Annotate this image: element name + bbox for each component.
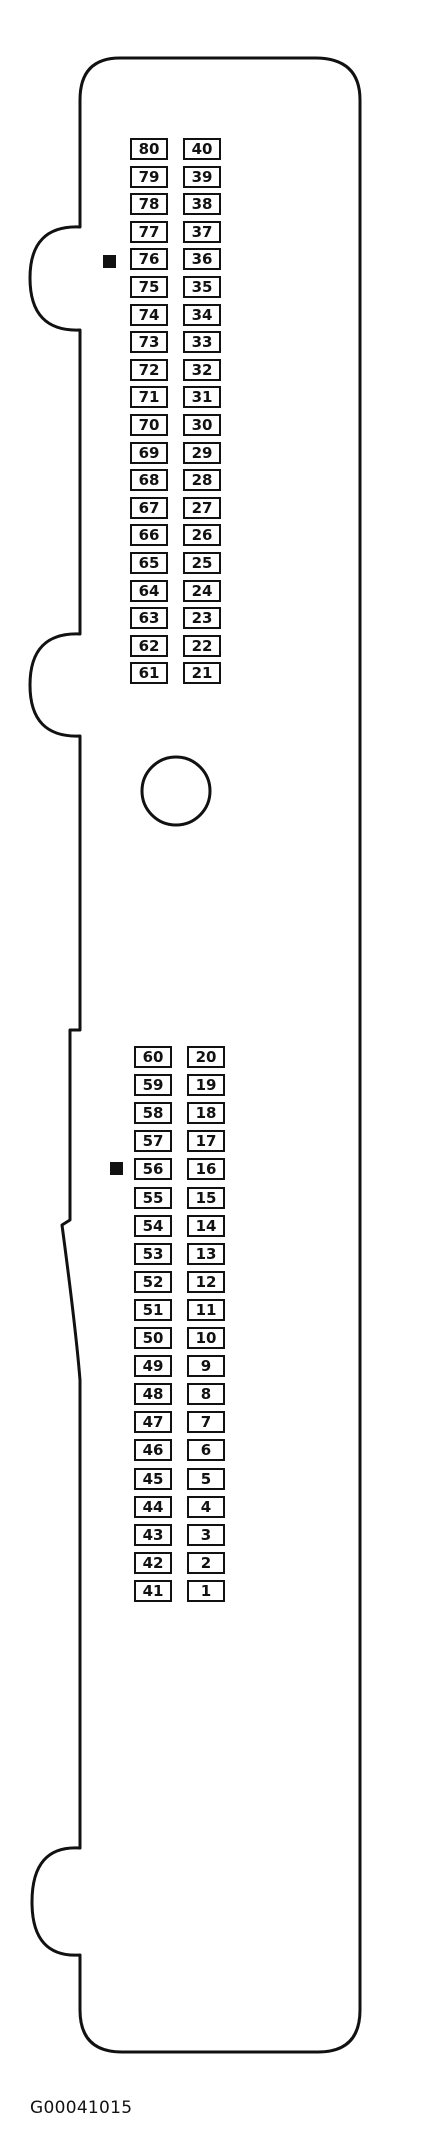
pin-26: 26 xyxy=(183,524,221,546)
pin-32: 32 xyxy=(183,359,221,381)
pin-66: 66 xyxy=(130,524,168,546)
pin-67: 67 xyxy=(130,497,168,519)
pin-15: 15 xyxy=(187,1187,225,1209)
pin-27: 27 xyxy=(183,497,221,519)
pin-33: 33 xyxy=(183,331,221,353)
pin-35: 35 xyxy=(183,276,221,298)
pin-62: 62 xyxy=(130,635,168,657)
pin-1-marker-upper xyxy=(103,255,116,268)
pin-55: 55 xyxy=(134,1187,172,1209)
pin-18: 18 xyxy=(187,1102,225,1124)
pin-59: 59 xyxy=(134,1074,172,1096)
pin-44: 44 xyxy=(134,1496,172,1518)
pin-25: 25 xyxy=(183,552,221,574)
pin-10: 10 xyxy=(187,1327,225,1349)
connector-body-outline xyxy=(28,56,362,2054)
pin-50: 50 xyxy=(134,1327,172,1349)
pin-39: 39 xyxy=(183,166,221,188)
pin-56: 56 xyxy=(134,1158,172,1180)
pin-71: 71 xyxy=(130,386,168,408)
pin-70: 70 xyxy=(130,414,168,436)
pin-75: 75 xyxy=(130,276,168,298)
pin-3: 3 xyxy=(187,1524,225,1546)
center-mounting-hole xyxy=(140,755,212,827)
pin-19: 19 xyxy=(187,1074,225,1096)
pin-36: 36 xyxy=(183,248,221,270)
pin-17: 17 xyxy=(187,1130,225,1152)
pin-45: 45 xyxy=(134,1468,172,1490)
pin-31: 31 xyxy=(183,386,221,408)
pin-20: 20 xyxy=(187,1046,225,1068)
pin-57: 57 xyxy=(134,1130,172,1152)
pin-63: 63 xyxy=(130,607,168,629)
pin-73: 73 xyxy=(130,331,168,353)
pin-77: 77 xyxy=(130,221,168,243)
pin-43: 43 xyxy=(134,1524,172,1546)
pin-21: 21 xyxy=(183,662,221,684)
pin-64: 64 xyxy=(130,580,168,602)
pin-46: 46 xyxy=(134,1439,172,1461)
pin-54: 54 xyxy=(134,1215,172,1237)
pin-9: 9 xyxy=(187,1355,225,1377)
pin-52: 52 xyxy=(134,1271,172,1293)
pin-38: 38 xyxy=(183,193,221,215)
pin-29: 29 xyxy=(183,442,221,464)
pin-30: 30 xyxy=(183,414,221,436)
pin-78: 78 xyxy=(130,193,168,215)
figure-id-caption: G00041015 xyxy=(30,2098,133,2118)
pin-13: 13 xyxy=(187,1243,225,1265)
pin-28: 28 xyxy=(183,469,221,491)
pin-34: 34 xyxy=(183,304,221,326)
pin-48: 48 xyxy=(134,1383,172,1405)
pin-7: 7 xyxy=(187,1411,225,1433)
pin-14: 14 xyxy=(187,1215,225,1237)
pin-65: 65 xyxy=(130,552,168,574)
pin-72: 72 xyxy=(130,359,168,381)
pin-60: 60 xyxy=(134,1046,172,1068)
pin-11: 11 xyxy=(187,1299,225,1321)
pin-51: 51 xyxy=(134,1299,172,1321)
pin-42: 42 xyxy=(134,1552,172,1574)
pin-47: 47 xyxy=(134,1411,172,1433)
pin-22: 22 xyxy=(183,635,221,657)
pin-4: 4 xyxy=(187,1496,225,1518)
pin-1-marker-lower xyxy=(110,1162,123,1175)
pin-68: 68 xyxy=(130,469,168,491)
pin-49: 49 xyxy=(134,1355,172,1377)
pin-2: 2 xyxy=(187,1552,225,1574)
pin-12: 12 xyxy=(187,1271,225,1293)
pin-79: 79 xyxy=(130,166,168,188)
pin-74: 74 xyxy=(130,304,168,326)
pin-40: 40 xyxy=(183,138,221,160)
pin-23: 23 xyxy=(183,607,221,629)
pin-69: 69 xyxy=(130,442,168,464)
pin-53: 53 xyxy=(134,1243,172,1265)
pin-41: 41 xyxy=(134,1580,172,1602)
pin-80: 80 xyxy=(130,138,168,160)
pin-76: 76 xyxy=(130,248,168,270)
pin-5: 5 xyxy=(187,1468,225,1490)
pin-1: 1 xyxy=(187,1580,225,1602)
pin-37: 37 xyxy=(183,221,221,243)
pin-8: 8 xyxy=(187,1383,225,1405)
pin-6: 6 xyxy=(187,1439,225,1461)
pin-24: 24 xyxy=(183,580,221,602)
pin-58: 58 xyxy=(134,1102,172,1124)
pin-16: 16 xyxy=(187,1158,225,1180)
pin-61: 61 xyxy=(130,662,168,684)
